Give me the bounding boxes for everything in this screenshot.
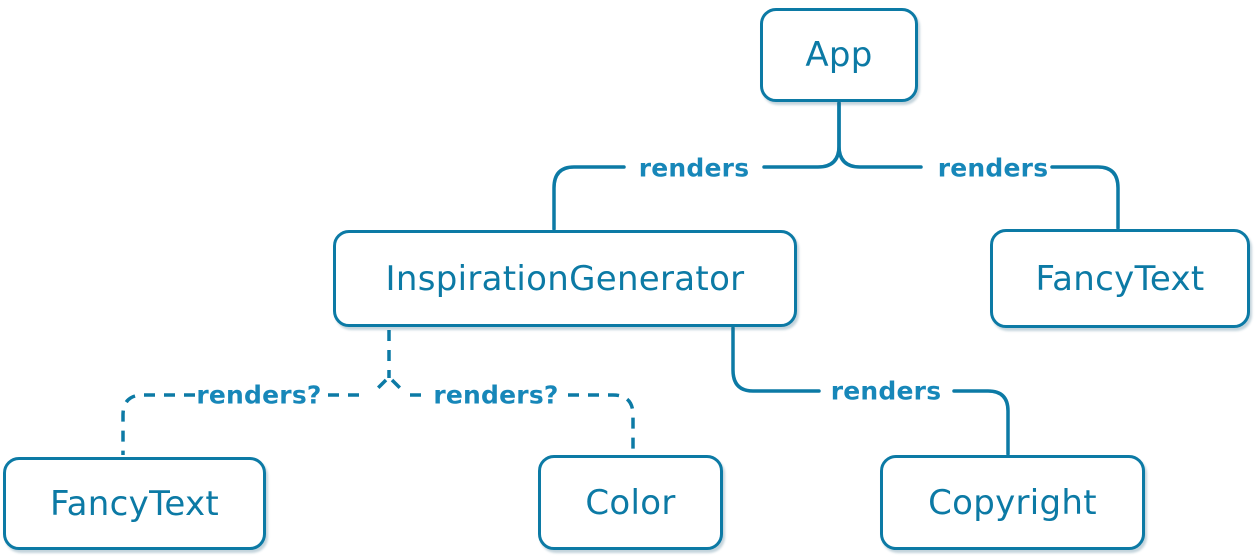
edge-label-inspirationgenerator-fancytext: renders? — [196, 380, 322, 410]
edge-app-fancytext-trunk — [837, 101, 923, 169]
node-app-label: App — [805, 35, 873, 75]
node-copyright-label: Copyright — [928, 482, 1097, 523]
edge-inspirationgenerator-copyright-trunk — [731, 326, 821, 393]
node-fancy-text-bottom: FancyText — [3, 457, 266, 550]
edge-app-inspirationgenerator-trunk — [762, 101, 841, 169]
edge-inspirationgenerator-copyright-drop — [952, 389, 1010, 456]
edge-inspirationgenerator-fancytext-drop — [121, 393, 195, 455]
node-copyright: Copyright — [880, 455, 1145, 550]
edge-label-inspirationgenerator-copyright: renders — [830, 376, 942, 406]
node-color: Color — [538, 455, 723, 550]
node-inspiration-generator-label: InspirationGenerator — [385, 258, 745, 299]
node-inspiration-generator: InspirationGenerator — [333, 230, 797, 327]
node-fancy-text-top: FancyText — [990, 229, 1250, 328]
edge-label-app-fancytext: renders — [937, 153, 1049, 183]
edge-inspirationgenerator-color-drop — [568, 393, 635, 452]
edge-app-inspirationgenerator-drop — [552, 165, 626, 231]
node-fancy-text-bottom-label: FancyText — [49, 483, 220, 524]
edge-app-fancytext-drop — [1050, 165, 1120, 230]
edge-dashed-branch-right-tick — [390, 378, 408, 396]
node-color-label: Color — [585, 482, 676, 523]
edge-dashed-branch-left-tick — [370, 378, 388, 396]
node-app: App — [760, 8, 918, 102]
edge-label-inspirationgenerator-color: renders? — [433, 380, 559, 410]
edge-label-app-inspirationgenerator: renders — [638, 153, 750, 183]
node-fancy-text-top-label: FancyText — [1035, 258, 1205, 299]
